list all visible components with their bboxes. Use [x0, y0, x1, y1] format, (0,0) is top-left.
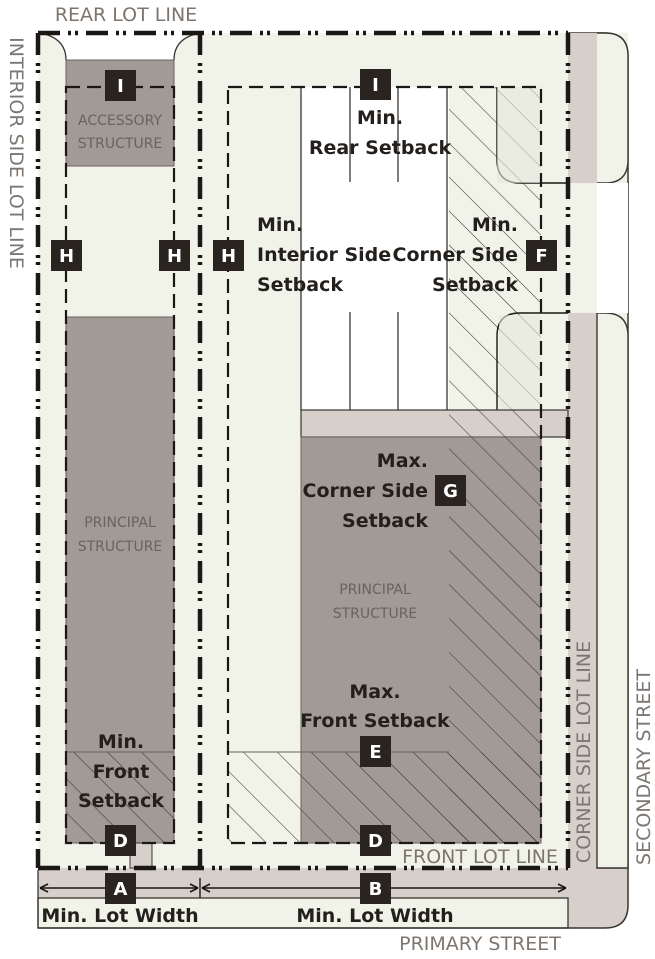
min-lot-width-left-label: Min. Lot Width [41, 905, 198, 927]
badge-h-1-text: H [59, 246, 74, 267]
driveway-fill-upper [497, 87, 541, 183]
badge-f-text: F [535, 246, 547, 267]
min-corner-side-setback-label-3: Setback [432, 274, 518, 296]
badge-a: A [105, 873, 136, 904]
badge-g: G [435, 475, 466, 506]
badge-d-left: D [105, 825, 136, 856]
right-rear-open-area [301, 87, 449, 410]
min-interior-side-setback-label-3: Setback [257, 274, 343, 296]
max-corner-side-setback-label-3: Setback [342, 510, 428, 532]
min-rear-setback-label-2: Rear Setback [309, 137, 452, 159]
min-rear-setback-label-1: Min. [357, 107, 403, 129]
badge-i-right-text: I [372, 75, 379, 96]
street-strip-mid [568, 313, 597, 868]
driveway-fill-lower [499, 315, 541, 410]
min-lot-width-right-label: Min. Lot Width [296, 905, 453, 927]
badge-d-right-text: D [368, 831, 383, 852]
min-front-setback-label-2: Front [93, 761, 150, 783]
badge-d-left-text: D [113, 831, 128, 852]
street-strip-top [568, 33, 597, 183]
corner-side-lot-line-label: CORNER SIDE LOT LINE [573, 641, 595, 863]
badge-e: E [360, 736, 391, 767]
max-front-setback-label-1: Max. [349, 681, 400, 703]
front-lot-line-label: FRONT LOT LINE [402, 846, 558, 868]
badge-b-text: B [369, 879, 383, 900]
badge-i-left: I [105, 70, 136, 101]
right-principal-label-2: STRUCTURE [333, 606, 418, 622]
badge-b: B [360, 873, 391, 904]
badge-d-right: D [360, 825, 391, 856]
badge-i-right: I [360, 69, 391, 100]
driveway-apron [568, 183, 597, 313]
sidewalk-top-curve [597, 32, 629, 184]
badge-f: F [526, 240, 557, 271]
min-corner-side-setback-label-1: Min. [472, 214, 518, 236]
badge-h-2: H [159, 240, 190, 271]
accessory-structure-label-1: ACCESSORY [78, 113, 162, 129]
sidewalk-mid-curve [596, 312, 629, 869]
min-front-setback-label-1: Min. [98, 731, 144, 753]
left-principal-label-2: STRUCTURE [78, 539, 163, 555]
badge-e-text: E [369, 742, 381, 763]
dimension-arrow [39, 883, 567, 893]
max-front-setback-label-2: Front Setback [300, 710, 450, 732]
interior-side-lot-line-label: INTERIOR SIDE LOT LINE [5, 37, 27, 269]
driveway-gap [597, 183, 628, 313]
min-interior-side-setback-label-2: Interior Side [257, 244, 391, 266]
min-front-setback-label-3: Setback [78, 790, 164, 812]
accessory-structure-label-2: STRUCTURE [78, 136, 163, 152]
left-lot-rear-alley [38, 33, 200, 60]
min-corner-side-setback-label-2: Corner Side [393, 244, 518, 266]
badge-h-1: H [51, 240, 82, 271]
max-corner-side-setback-label-2: Corner Side [303, 480, 428, 502]
secondary-street-label: SECONDARY STREET [633, 669, 655, 865]
primary-street-label: PRIMARY STREET [399, 933, 561, 955]
badge-h-2-text: H [167, 246, 182, 267]
max-corner-side-setback-label-1: Max. [377, 450, 428, 472]
badge-h-3: H [213, 240, 244, 271]
min-interior-side-setback-label-1: Min. [257, 214, 303, 236]
badge-a-text: A [114, 879, 128, 900]
left-principal-label-1: PRINCIPAL [84, 515, 156, 531]
badge-i-left-text: I [117, 76, 124, 97]
badge-h-3-text: H [221, 246, 236, 267]
badge-g-text: G [443, 481, 458, 502]
rear-lot-line-label: REAR LOT LINE [55, 4, 197, 26]
right-principal-label-1: PRINCIPAL [339, 582, 411, 598]
